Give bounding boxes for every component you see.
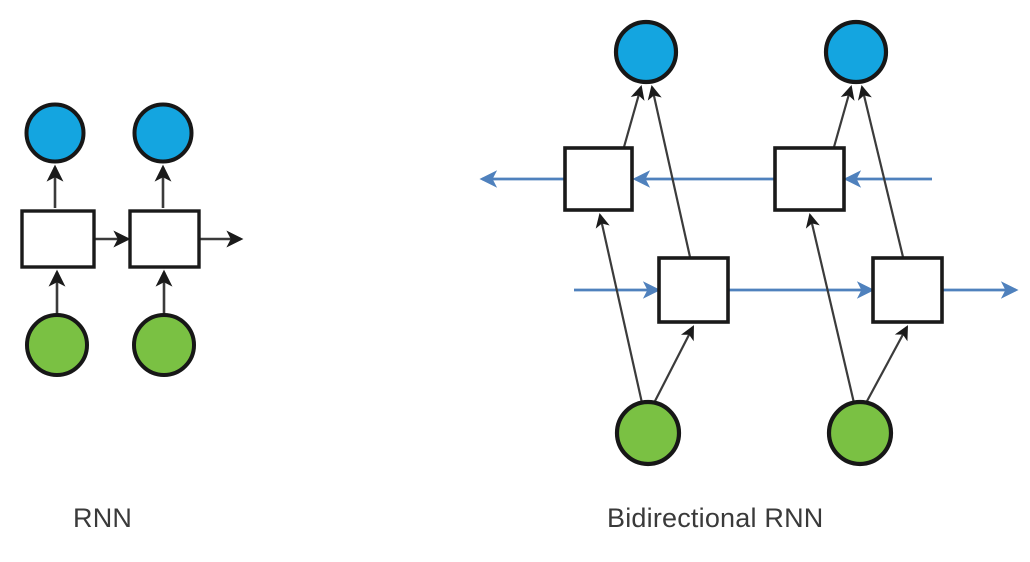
caption-rnn: RNN xyxy=(73,503,133,533)
birnn-backward-cell-t1[interactable] xyxy=(563,146,634,212)
rnn-output-node-t2[interactable] xyxy=(132,102,194,164)
rnn-cell-t2[interactable] xyxy=(128,209,201,269)
arrow-backward-cell2-to-output2 xyxy=(832,85,855,148)
rnn-connections xyxy=(46,164,244,316)
birnn-input-node-t1[interactable] xyxy=(614,399,682,467)
arrow-forward-cell1-to-output1 xyxy=(647,84,692,258)
birnn-backward-cell-t2[interactable] xyxy=(773,146,846,212)
rnn-output-node-t1[interactable] xyxy=(24,102,86,164)
birnn-forward-cell-t1[interactable] xyxy=(657,256,730,324)
birnn-forward-cell-t2[interactable] xyxy=(871,256,944,324)
birnn-output-node-t2[interactable] xyxy=(823,19,889,85)
rnn-cell-t1[interactable] xyxy=(20,209,96,269)
arrow-backward-cell1-to-output1 xyxy=(622,85,645,148)
caption-bidirectional-rnn: Bidirectional RNN xyxy=(607,503,824,533)
arrow-input1-to-backward-cell1 xyxy=(595,212,644,404)
rnn-input-node-t2[interactable] xyxy=(132,313,196,377)
birnn-connections xyxy=(595,84,908,404)
arrow-input1-to-forward-cell1 xyxy=(653,325,694,404)
panel-bidirectional-rnn xyxy=(479,19,1019,467)
arrow-forward-cell2-to-output2 xyxy=(857,84,905,258)
birnn-output-node-t1[interactable] xyxy=(613,19,679,85)
arrow-input2-to-backward-cell2 xyxy=(805,212,856,404)
rnn-input-node-t1[interactable] xyxy=(25,313,89,377)
panel-rnn xyxy=(20,102,244,377)
birnn-input-node-t2[interactable] xyxy=(826,399,894,467)
arrow-input2-to-forward-cell2 xyxy=(865,325,908,404)
